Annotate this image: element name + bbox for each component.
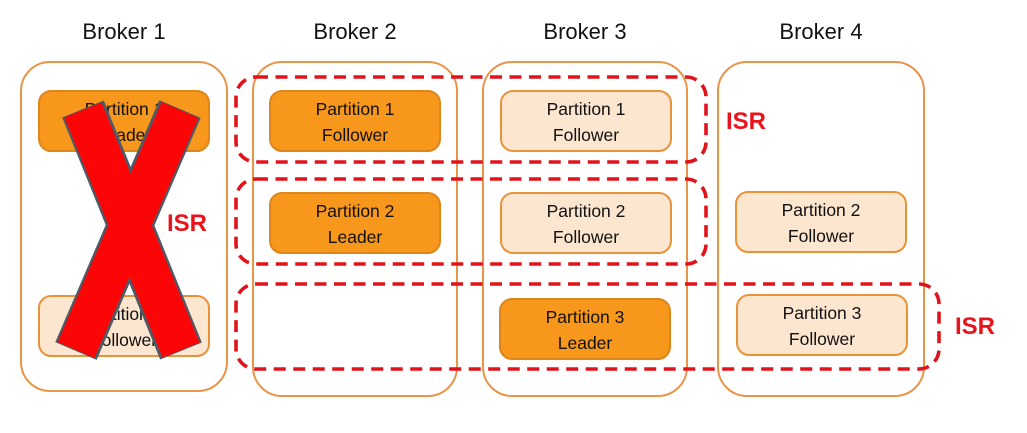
partition-name: Partition 2 — [546, 201, 626, 221]
broker3-partition1-follower: Partition 1 Follower — [500, 90, 672, 152]
broker4-partition2-follower: Partition 2 Follower — [735, 191, 907, 253]
broker-1-title: Broker 1 — [82, 19, 166, 44]
partition-role: Follower — [552, 227, 620, 247]
broker2-partition2-leader: Partition 2 Leader — [269, 192, 441, 254]
partition-role: Follower — [552, 125, 620, 145]
broker2-partition1-follower: Partition 1 Follower — [269, 90, 441, 152]
broker1-partition3-follower: Partition 3 Follower — [38, 295, 210, 357]
broker1-partition1-leader: Partition 1 Leader — [38, 90, 210, 152]
partition-role: Leader — [557, 333, 613, 353]
broker-3-title: Broker 3 — [543, 19, 627, 44]
partition-role: Follower — [788, 329, 856, 349]
broker-4-title: Broker 4 — [779, 19, 863, 44]
partition-role: Follower — [787, 226, 855, 246]
partition-role: Follower — [321, 125, 389, 145]
partition-name: Partition 2 — [781, 200, 861, 220]
broker3-partition3-leader: Partition 3 Leader — [499, 298, 671, 360]
partition-name: Partition 3 — [782, 303, 862, 323]
partition-name: Partition 1 — [315, 99, 395, 119]
isr-label-partition2: ISR — [167, 210, 208, 237]
partition-name: Partition 1 — [84, 99, 164, 119]
partition-name: Partition 1 — [546, 99, 626, 119]
broker-2-title: Broker 2 — [313, 19, 397, 44]
partition-role: Leader — [96, 125, 152, 145]
partition-name: Partition 3 — [545, 307, 625, 327]
partition-name: Partition 2 — [315, 201, 395, 221]
broker3-partition2-follower: Partition 2 Follower — [500, 192, 672, 254]
partition-name: Partition 3 — [84, 304, 164, 324]
isr-label-partition3: ISR — [955, 313, 996, 340]
broker4-partition3-follower: Partition 3 Follower — [736, 294, 908, 356]
partition-role: Leader — [327, 227, 383, 247]
isr-label-partition1: ISR — [726, 108, 767, 135]
partition-role: Follower — [90, 330, 158, 350]
